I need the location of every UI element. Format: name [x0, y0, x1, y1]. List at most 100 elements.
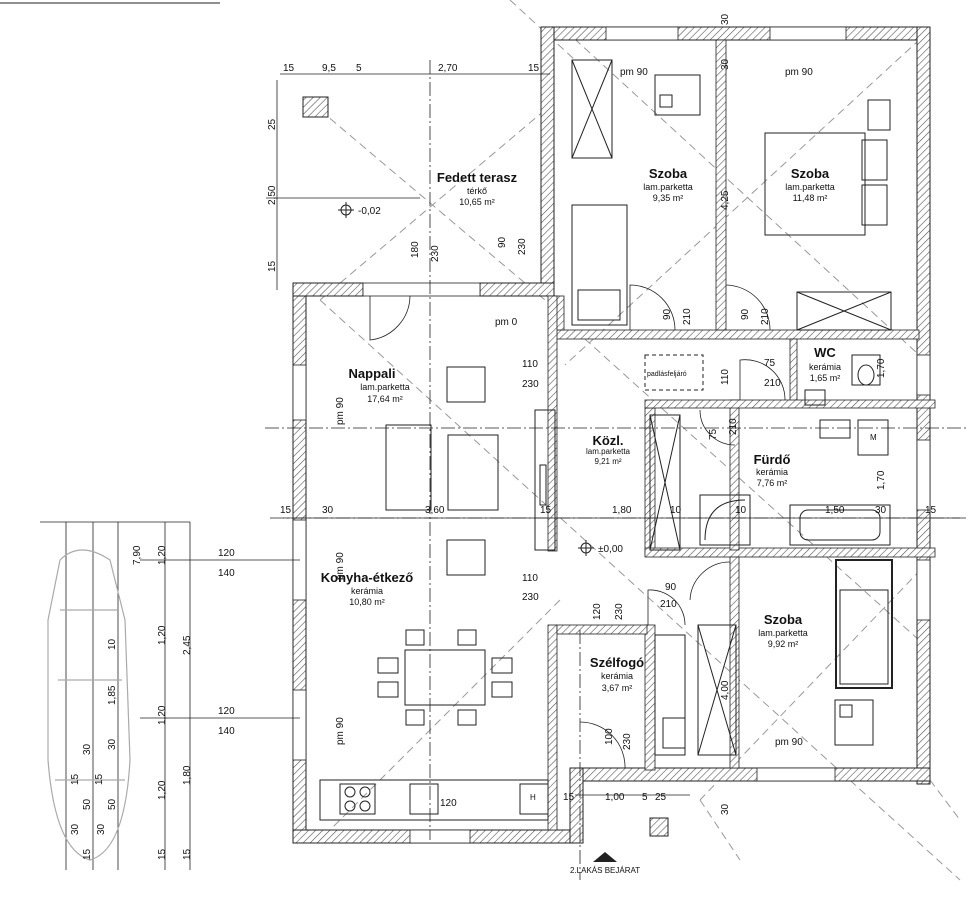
label-pm0: pm 0 — [495, 317, 518, 328]
dim-230d: 230 — [522, 592, 539, 603]
level-markers — [338, 202, 594, 556]
park-15d: 15 — [157, 848, 168, 860]
dim-120: 120 — [592, 603, 603, 620]
label-pm90-szoba1: pm 90 — [620, 67, 648, 78]
dim-top-270: 2,70 — [438, 63, 458, 74]
park-15e: 15 — [182, 848, 193, 860]
room-area-fedett-terasz: 10,65 m² — [459, 197, 495, 207]
room-name-szoba-3: Szoba — [764, 612, 803, 627]
park-50b: 50 — [107, 798, 118, 810]
room-name-szoba-2: Szoba — [791, 166, 830, 181]
dim-15: 15 — [563, 792, 575, 803]
dim-row-150: 1,50 — [825, 505, 845, 516]
park-790: 7,90 — [132, 545, 143, 565]
dim-110b: 110 — [522, 573, 538, 584]
dim-90b: 90 — [662, 308, 673, 320]
dim-30top-b: 30 — [720, 58, 731, 70]
park-120v: 1,20 — [157, 545, 168, 565]
dim-90: 90 — [497, 236, 508, 248]
dim-row-360: 3,60 — [425, 505, 445, 516]
dim-left-15: 15 — [267, 260, 278, 272]
dim-top-95: 9,5 — [322, 63, 336, 74]
furniture — [319, 59, 893, 821]
dim-row-10b: 10 — [735, 505, 747, 516]
label-pm90-konyha-2: pm 90 — [335, 717, 346, 745]
dimension-lines — [266, 73, 960, 796]
park-30b: 30 — [107, 738, 118, 750]
level-terrace: -0,02 — [358, 206, 381, 217]
dim-110: 110 — [522, 359, 538, 370]
room-name-wc: WC — [814, 345, 836, 360]
dim-210d: 210 — [660, 599, 677, 610]
park-10: 10 — [107, 638, 118, 650]
park-15: 15 — [70, 773, 81, 785]
room-material-konyha: kerámia — [351, 586, 383, 596]
dim-row-10a: 10 — [670, 505, 682, 516]
room-material-kozl: lam.parketta — [586, 447, 631, 456]
park-30c: 30 — [70, 823, 81, 835]
room-area-szelfogo: 3,67 m² — [602, 683, 633, 693]
dim-210: 210 — [728, 418, 739, 435]
label-pm170-wc: 1,70 — [876, 358, 887, 378]
room-area-nappali: 17,64 m² — [367, 394, 403, 404]
dim-210b: 210 — [682, 308, 693, 325]
section-lines — [265, 60, 969, 880]
label-pm170: 1,70 — [876, 470, 887, 490]
dim-row-15c: 15 — [925, 505, 937, 516]
dim-210e: 210 — [764, 378, 781, 389]
park-120v3: 1,20 — [157, 705, 168, 725]
dim-left-25: 25 — [267, 118, 278, 130]
entrance-arrow-icon — [593, 852, 617, 862]
marker-h: H — [530, 793, 536, 802]
room-area-szoba-3: 9,92 m² — [768, 639, 799, 649]
label-pm90-nappali: pm 90 — [335, 397, 346, 425]
park-120v2: 1,20 — [157, 625, 168, 645]
park-180: 1,80 — [182, 765, 193, 785]
dim-230b: 230 — [517, 238, 528, 255]
dim-90d: 90 — [665, 582, 677, 593]
room-area-wc: 1,65 m² — [810, 373, 841, 383]
park-30: 30 — [82, 743, 93, 755]
dim-row-15a: 15 — [280, 505, 292, 516]
parking-lines — [40, 521, 300, 870]
park-120v4: 1,20 — [157, 780, 168, 800]
room-material-szoba-3: lam.parketta — [758, 628, 808, 638]
dim-left-250: 2,50 — [267, 185, 278, 205]
room-name-szelfogo: Szélfogó — [590, 655, 644, 670]
room-name-furdo: Fürdő — [754, 452, 791, 467]
park-140b: 140 — [218, 726, 235, 737]
level-main: ±0,00 — [598, 544, 623, 555]
label-pm90-szoba2: pm 90 — [785, 67, 813, 78]
park-245: 2,45 — [182, 635, 193, 655]
dim-230f: 230 — [622, 733, 633, 750]
dim-425: 4,25 — [720, 190, 731, 210]
car-icon — [47, 549, 131, 861]
dim-row-30a: 30 — [322, 505, 334, 516]
dim-row-30b: 30 — [875, 505, 887, 516]
entrance-label: 2.LAKÁS BEJÁRAT — [570, 866, 640, 875]
room-area-konyha: 10,80 m² — [349, 597, 385, 607]
dim-top-15b: 15 — [528, 63, 540, 74]
dim-row-15b: 15 — [540, 505, 552, 516]
diagonal-guides — [319, 0, 961, 881]
dim-120c: 120 — [440, 798, 457, 809]
dim-25: 25 — [655, 792, 667, 803]
park-185: 1,85 — [107, 685, 118, 705]
dim-100e: 1,00 — [605, 792, 625, 803]
park-140: 140 — [218, 568, 235, 579]
room-material-furdo: kerámia — [756, 467, 788, 477]
dim-110c: 110 — [720, 369, 731, 385]
park-50: 50 — [82, 798, 93, 810]
dim-180: 180 — [410, 241, 421, 258]
room-material-fedett-terasz: térkő — [467, 186, 487, 196]
room-material-szoba-1: lam.parketta — [643, 182, 693, 192]
dim-75b: 75 — [764, 358, 776, 369]
room-name-kozl: Közl. — [592, 433, 623, 448]
dim-top-15: 15 — [283, 63, 295, 74]
park-120b: 120 — [218, 706, 235, 717]
dim-30top: 30 — [720, 13, 731, 25]
dim-90c: 90 — [740, 308, 751, 320]
room-area-kozl: 9,21 m² — [594, 457, 621, 466]
dim-75: 75 — [708, 428, 719, 440]
